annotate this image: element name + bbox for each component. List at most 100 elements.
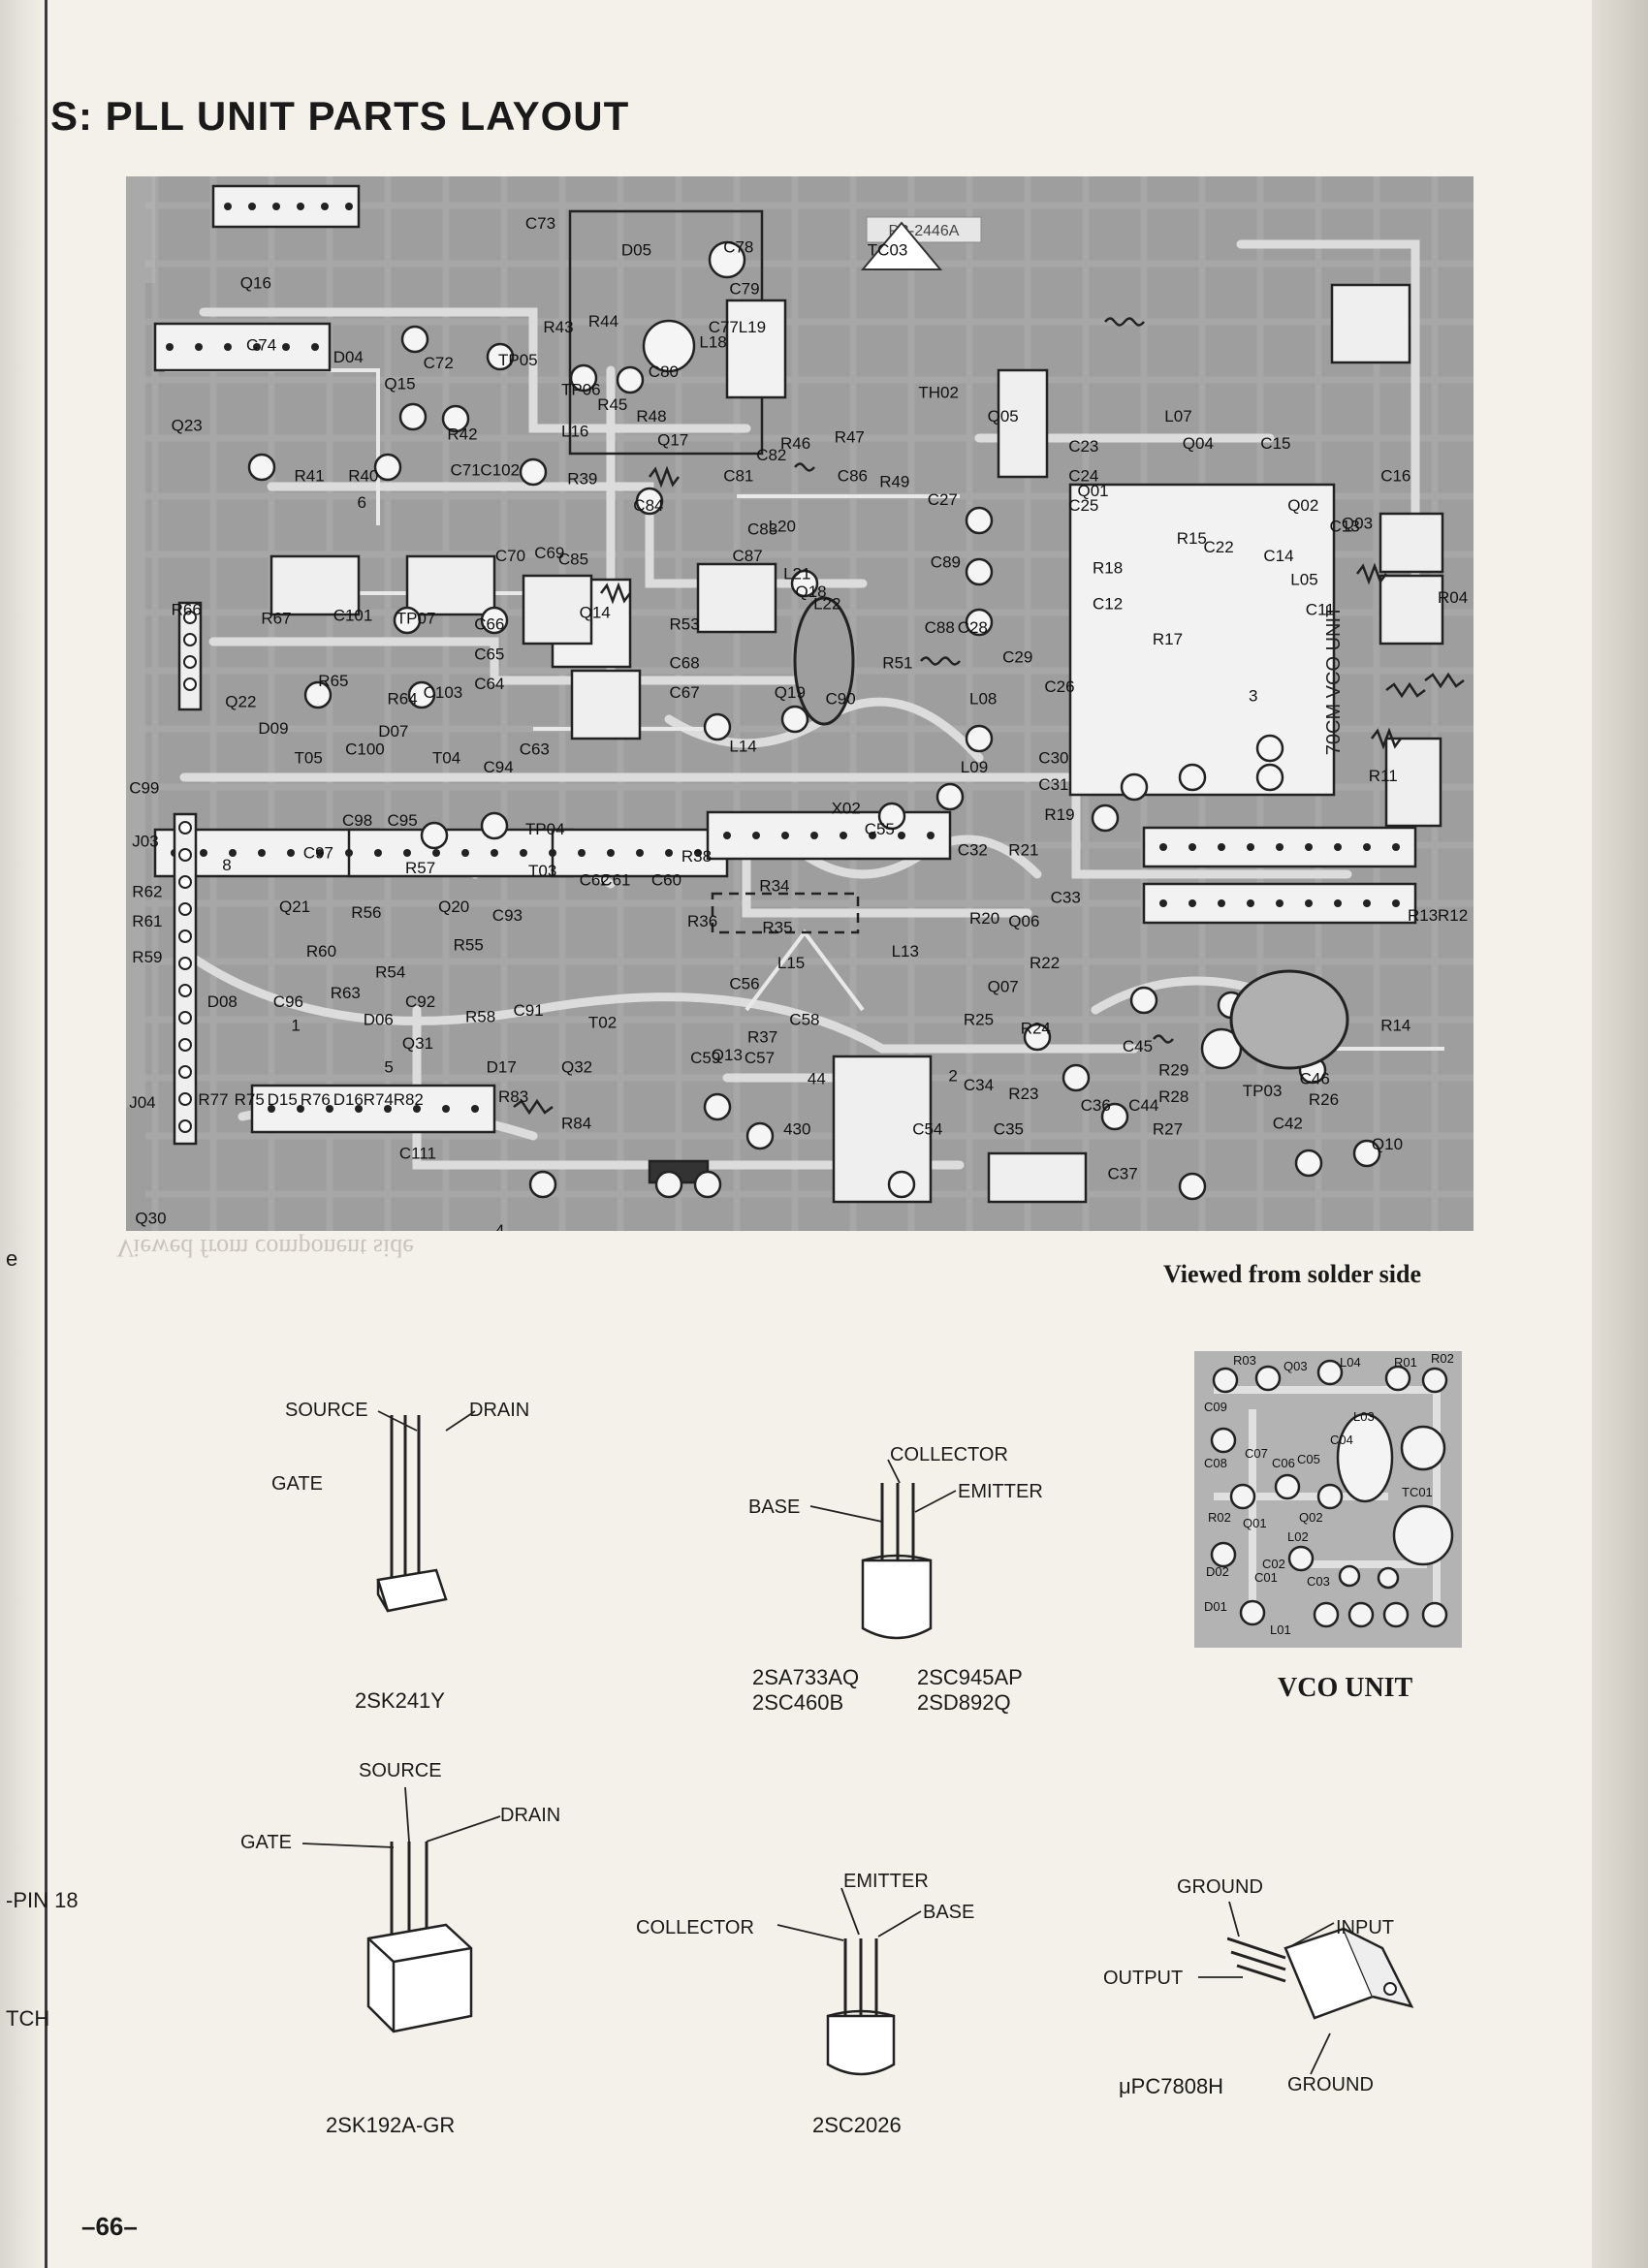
- 2sc2026-collector-label: COLLECTOR: [636, 1917, 754, 1938]
- solder-side-caption: Viewed from solder side: [1163, 1260, 1421, 1288]
- ref-c84: C84: [633, 496, 663, 515]
- ref-r48: R48: [636, 407, 666, 425]
- ref-q17: Q17: [657, 431, 688, 450]
- ref-r61: R61: [132, 912, 162, 930]
- margin-fragment-tch: TCH: [6, 2006, 50, 2031]
- package-2sa733-drawing: [861, 1483, 933, 1640]
- ref-r28: R28: [1158, 1087, 1188, 1106]
- ref-r20: R20: [969, 909, 999, 928]
- ref-r74: R74: [364, 1090, 394, 1109]
- 2sk241y-source-label: SOURCE: [285, 1400, 368, 1421]
- ref-c70: C70: [495, 547, 525, 565]
- ref-q32: Q32: [561, 1057, 592, 1076]
- ref-c85: C85: [558, 550, 588, 568]
- ref-c64: C64: [474, 675, 504, 693]
- ref-c45: C45: [1123, 1037, 1153, 1055]
- ref-r42: R42: [447, 425, 477, 444]
- ref-r24: R24: [1021, 1020, 1051, 1038]
- ref-c89: C89: [931, 552, 961, 571]
- ref-c27: C27: [928, 490, 958, 509]
- ref-tc03: TC03: [868, 241, 908, 260]
- ref-r26: R26: [1309, 1090, 1339, 1109]
- 2sa733-part-name-2: 2SC460B: [752, 1690, 844, 1715]
- ref-r58: R58: [465, 1007, 495, 1025]
- ref-q15: Q15: [384, 375, 415, 394]
- ref-c28: C28: [958, 618, 988, 637]
- ref-tp05: TP05: [498, 351, 538, 369]
- ref-q23: Q23: [172, 416, 203, 434]
- ref-r65: R65: [318, 672, 348, 690]
- ref-c22: C22: [1204, 538, 1234, 556]
- upc7808-ground-bottom-label: GROUND: [1287, 2074, 1374, 2095]
- 2sa733-part-name-1: 2SA733AQ: [752, 1665, 860, 1689]
- ref-c78: C78: [723, 238, 753, 257]
- ref-r41: R41: [295, 467, 325, 486]
- ref-c42: C42: [1273, 1115, 1303, 1133]
- ref-r17: R17: [1153, 630, 1183, 648]
- ref-c14: C14: [1263, 547, 1293, 565]
- ref-r60: R60: [306, 942, 336, 961]
- ref-c11: C11: [1306, 600, 1335, 618]
- ref-q16: Q16: [240, 273, 271, 292]
- vco-ref-d02: D02: [1206, 1564, 1229, 1579]
- ref-c29: C29: [1002, 647, 1032, 666]
- 2sk241y-leader-lines: [377, 1410, 476, 1432]
- 2sk192-gate-label: GATE: [240, 1832, 292, 1853]
- ref-d04: D04: [333, 348, 364, 366]
- 2sa733-part-name-3: 2SC945AP: [917, 1665, 1023, 1689]
- ref-r63: R63: [331, 984, 361, 1002]
- ref-pin-2: 2: [948, 1067, 957, 1086]
- ref-c23: C23: [1068, 437, 1098, 456]
- upc7808-part-name: μPC7808H: [1119, 2074, 1224, 2098]
- 2sk192-part-name: 2SK192A-GR: [326, 2113, 456, 2137]
- ref-q19: Q19: [775, 683, 806, 702]
- vco-ref-c08: C08: [1204, 1456, 1227, 1470]
- ref-c60: C60: [651, 870, 681, 889]
- ref-r22: R22: [1030, 954, 1060, 972]
- ref-c15: C15: [1260, 434, 1290, 453]
- 2sk192-source-label: SOURCE: [359, 1760, 442, 1781]
- ref-c66: C66: [474, 615, 504, 634]
- vco-ref-r01: R01: [1394, 1355, 1417, 1370]
- ref-c33: C33: [1051, 889, 1081, 907]
- ref-pin-6: 6: [358, 493, 366, 512]
- ref-c67: C67: [670, 683, 700, 702]
- ref-q04: Q04: [1183, 434, 1214, 453]
- ref-r82: R82: [394, 1090, 424, 1109]
- vco-ref-l04: L04: [1340, 1355, 1361, 1370]
- ref-r37: R37: [747, 1028, 777, 1047]
- ref-r64: R64: [388, 689, 418, 708]
- ref-d06: D06: [364, 1010, 394, 1028]
- coil-symbols: [794, 317, 1174, 1044]
- ref-r36: R36: [687, 912, 717, 930]
- ref-c92: C92: [405, 992, 435, 1011]
- ref-q18: Q18: [796, 583, 827, 601]
- page-edge-shadow: [1592, 0, 1648, 2268]
- vco-ref-l03: L03: [1353, 1409, 1375, 1424]
- ref-q22: Q22: [225, 692, 256, 710]
- ref-l15: L15: [777, 954, 805, 972]
- ref-c103: C103: [424, 683, 463, 702]
- ref-t04: T04: [432, 749, 460, 768]
- pll-board-artwork: PB-2446A 70CM VCO UNIT Q16C74R41R40Q15C7…: [126, 176, 1474, 1231]
- ref-r34: R34: [759, 876, 789, 895]
- vco-ref-r02: R02: [1431, 1351, 1454, 1366]
- ref-c94: C94: [484, 758, 514, 776]
- ref-r04: R04: [1438, 588, 1468, 607]
- ref-l09: L09: [961, 758, 988, 776]
- vco-unit-silk-label: 70CM VCO UNIT: [1323, 606, 1345, 755]
- connector-pins: [178, 611, 197, 1133]
- ref-r35: R35: [762, 918, 792, 936]
- package-2sc2026-drawing: [826, 1938, 896, 2076]
- margin-fragment-e: e: [6, 1246, 18, 1271]
- vco-ref-c09: C09: [1204, 1400, 1227, 1414]
- 2sa733-part-name-4: 2SD892Q: [917, 1690, 1011, 1715]
- vco-ref-l01: L01: [1270, 1622, 1291, 1637]
- ref-c88: C88: [925, 618, 955, 637]
- ref-l22: L22: [813, 594, 840, 613]
- ref-d05: D05: [621, 241, 651, 260]
- ref-c44: C44: [1128, 1096, 1158, 1115]
- ref-c69: C69: [534, 544, 564, 562]
